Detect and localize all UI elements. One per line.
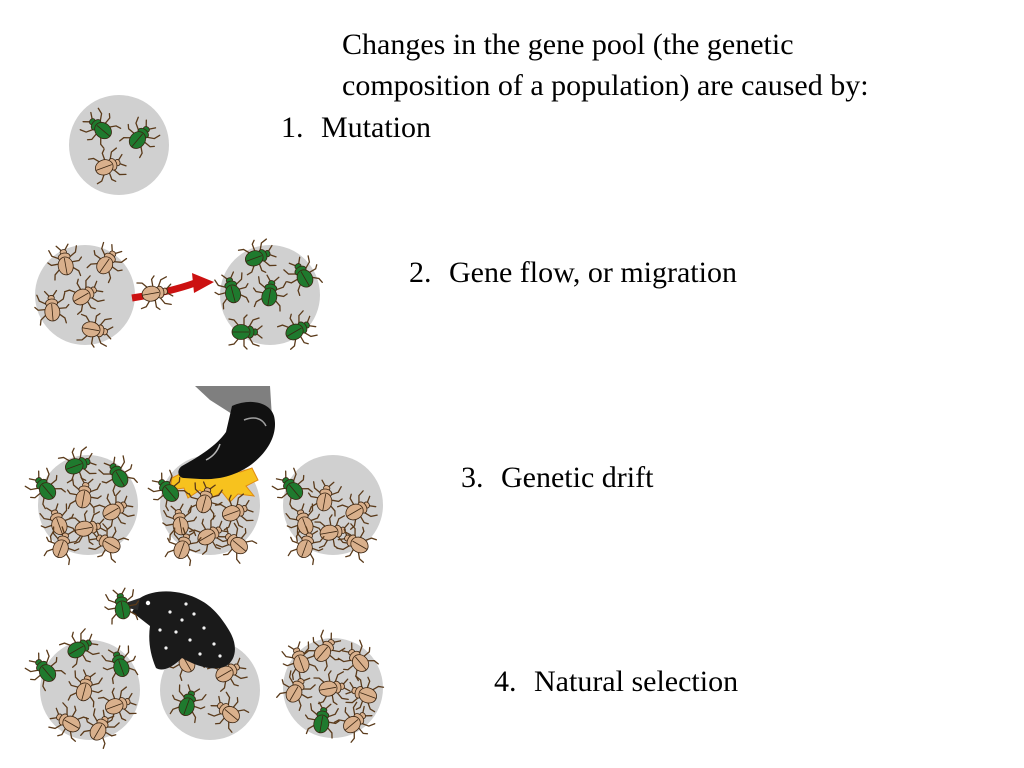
- item-number: 4.: [494, 665, 517, 698]
- list-item-gene-flow: 2. Gene flow, or migration: [409, 255, 737, 291]
- boot-icon: [178, 386, 276, 480]
- population-circle-drift-before: [20, 442, 142, 567]
- population-circle-destination: [210, 234, 327, 354]
- item-label: Genetic drift: [501, 461, 654, 494]
- item-label: Mutation: [321, 111, 431, 144]
- population-circle-selection-before: [20, 624, 143, 752]
- list-item-genetic-drift: 3. Genetic drift: [461, 460, 653, 496]
- population-circle-selection-after: [272, 625, 386, 746]
- migration-arrow: [131, 272, 214, 314]
- slide-title: Changes in the gene pool (the genetic co…: [342, 24, 982, 106]
- population-circle-selection-event: [160, 636, 260, 740]
- title-line-2: composition of a population) are caused …: [342, 69, 869, 102]
- list-item-mutation: 1. Mutation: [281, 110, 431, 146]
- title-line-1: Changes in the gene pool (the genetic: [342, 28, 794, 61]
- population-circle-drift-after: [267, 455, 383, 567]
- list-item-natural-selection: 4. Natural selection: [494, 664, 738, 700]
- arrow-icon: [192, 273, 214, 293]
- item-number: 2.: [409, 256, 432, 289]
- item-number: 3.: [461, 461, 484, 494]
- population-circle-source: [32, 237, 135, 351]
- item-label: Gene flow, or migration: [449, 256, 737, 289]
- item-number: 1.: [281, 111, 304, 144]
- item-label: Natural selection: [534, 665, 739, 698]
- population-circle-mutation: [69, 95, 169, 195]
- bird-icon: [101, 585, 235, 670]
